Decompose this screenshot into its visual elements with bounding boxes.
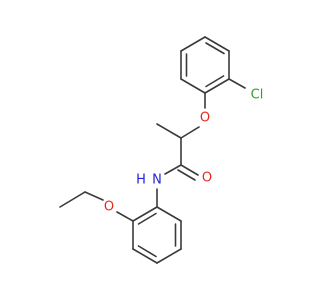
bond xyxy=(180,164,199,176)
bond xyxy=(156,123,182,139)
bond xyxy=(228,78,246,89)
bond xyxy=(177,169,196,181)
ethoxy-oxygen-label: O xyxy=(104,200,114,215)
structure-canvas: Cl O O N H O xyxy=(59,36,263,264)
bond-inner xyxy=(205,75,225,88)
bond xyxy=(132,206,158,222)
bond xyxy=(180,126,200,139)
structure-svg: Cl O O N H O xyxy=(59,36,263,264)
bond xyxy=(164,164,182,175)
chlorine-label: Cl xyxy=(251,88,264,103)
bond xyxy=(116,211,134,222)
atom-labels: Cl O O N H O xyxy=(104,88,263,215)
bond xyxy=(180,78,206,94)
bonds xyxy=(59,36,246,264)
ether-oxygen-label: O xyxy=(200,111,210,126)
bond xyxy=(204,78,230,94)
bond xyxy=(84,191,104,201)
bond xyxy=(156,248,182,264)
bond-inner xyxy=(137,245,157,258)
amide-hydrogen-label: H xyxy=(136,173,146,188)
bond xyxy=(132,248,158,264)
bond-inner xyxy=(137,212,157,225)
bond xyxy=(204,36,230,52)
amide-nitrogen-label: N xyxy=(152,173,162,188)
carbonyl-oxygen-label: O xyxy=(202,171,212,186)
bond xyxy=(180,36,206,52)
bond xyxy=(156,206,182,222)
bond xyxy=(59,191,86,208)
bond-inner xyxy=(205,42,225,55)
